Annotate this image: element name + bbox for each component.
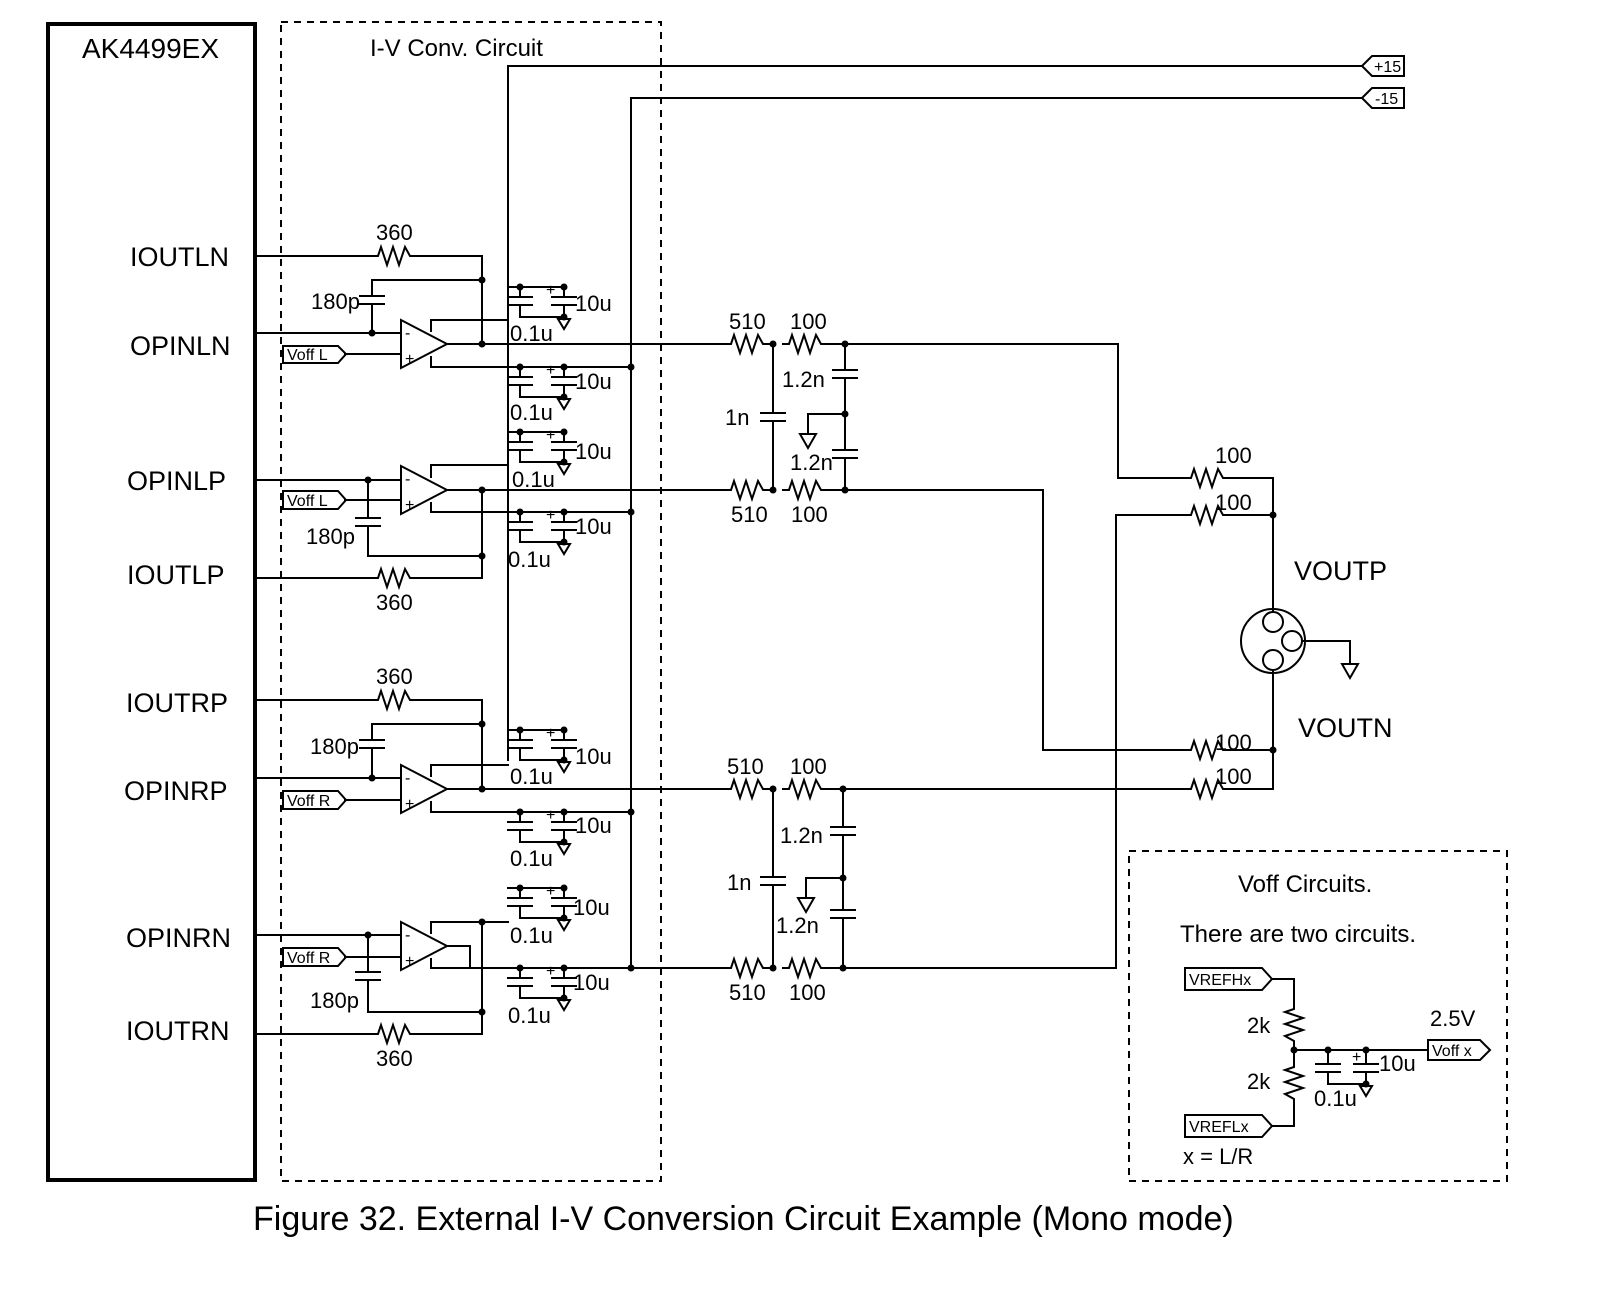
vrefh-tag: VREFHx <box>1189 972 1251 989</box>
c12n-1: 1.2n <box>782 367 825 392</box>
c10u-2: 10u <box>575 369 612 394</box>
r2k-top: 2k <box>1247 1013 1271 1038</box>
r510-2: 510 <box>731 502 768 527</box>
chip-label: AK4499EX <box>82 33 219 64</box>
filter-right: 510 100 1.2n 1n 1.2n 510 100 <box>724 754 1186 1005</box>
filter-left: 510 100 1.2n 1n 1.2n 510 100 <box>724 309 1119 527</box>
r360-ln-label: 360 <box>376 220 413 245</box>
iv-conv-box <box>280 21 662 1182</box>
r510-3: 510 <box>727 754 764 779</box>
rail-pos-label: +15 <box>1374 59 1401 76</box>
c10u-4: 10u <box>575 514 612 539</box>
pin-opinlp: OPINLP <box>127 466 226 496</box>
c01u-1: 0.1u <box>510 321 553 346</box>
c10u-8: 10u <box>573 970 610 995</box>
c01u-5: 0.1u <box>510 764 553 789</box>
voff-box-title: Voff Circuits. <box>1238 871 1372 898</box>
c12n-3: 1.2n <box>780 823 823 848</box>
pin-opinrp: OPINRP <box>124 776 228 806</box>
r100-3: 100 <box>790 754 827 779</box>
output-summing: 100 100 100 100 <box>1042 343 1277 969</box>
r510-4: 510 <box>729 980 766 1005</box>
pin-opinln: OPINLN <box>130 331 231 361</box>
c01u-7: 0.1u <box>510 923 553 948</box>
r100-4: 100 <box>789 980 826 1005</box>
r100-out-3: 100 <box>1215 730 1252 755</box>
c10u-7: 10u <box>573 895 610 920</box>
voff-l-tag-2: Voff L <box>287 493 328 510</box>
c180p-rn-label: 180p <box>310 988 359 1013</box>
c10u-1: 10u <box>575 291 612 316</box>
svg-text:+: + <box>1352 1049 1361 1066</box>
c01u-4: 0.1u <box>508 547 551 572</box>
c180p-rp-label: 180p <box>310 734 359 759</box>
xlr-connector-icon <box>1240 608 1359 679</box>
c180p-ln-label: 180p <box>311 289 360 314</box>
power-rails: +15 -15 <box>507 55 1405 969</box>
iv-title: I-V Conv. Circuit <box>370 35 543 62</box>
r510-1: 510 <box>729 309 766 334</box>
r2k-bottom: 2k <box>1247 1069 1271 1094</box>
r360-lp-label: 360 <box>376 590 413 615</box>
r100-1: 100 <box>790 309 827 334</box>
stage-lp: 360 180p <box>254 464 726 615</box>
pin-ioutrp: IOUTRP <box>126 688 228 718</box>
c10u-6: 10u <box>575 813 612 838</box>
voff-l-tag-1: Voff L <box>287 347 328 364</box>
c12n-4: 1.2n <box>776 913 819 938</box>
r100-out-1: 100 <box>1215 443 1252 468</box>
rail-neg-label: -15 <box>1375 91 1398 108</box>
voff-r-tag-2: Voff R <box>287 950 330 967</box>
c10u-voff: 10u <box>1379 1051 1416 1076</box>
pin-opinrn: OPINRN <box>126 923 231 953</box>
c1n-1: 1n <box>725 405 749 430</box>
r100-out-2: 100 <box>1215 490 1252 515</box>
v25-label: 2.5V <box>1430 1006 1476 1031</box>
voff-x-tag: Voff x <box>1432 1043 1472 1060</box>
r360-rp-label: 360 <box>376 664 413 689</box>
r100-out-4: 100 <box>1215 764 1252 789</box>
c01u-3: 0.1u <box>512 467 555 492</box>
r100-2: 100 <box>791 502 828 527</box>
c01u-8: 0.1u <box>508 1003 551 1028</box>
voff-r-tag-1: Voff R <box>287 793 330 810</box>
stage-ln: 360 180p <box>254 220 726 371</box>
c01u-6: 0.1u <box>510 846 553 871</box>
c10u-3: 10u <box>575 439 612 464</box>
pin-ioutlp: IOUTLP <box>127 560 225 590</box>
vrefl-tag: VREFLx <box>1189 1119 1249 1136</box>
c1n-2: 1n <box>727 870 751 895</box>
voff-circuit-box: Voff Circuits. There are two circuits. V… <box>1128 850 1508 1182</box>
voff-note: x = L/R <box>1183 1144 1253 1169</box>
voutn-label: VOUTN <box>1298 713 1393 743</box>
c10u-5: 10u <box>575 744 612 769</box>
pin-ioutln: IOUTLN <box>130 242 229 272</box>
stage-rp: 360 180p <box>254 664 726 816</box>
chip-box <box>46 22 257 1182</box>
pin-ioutrn: IOUTRN <box>126 1016 230 1046</box>
voff-box-subtitle: There are two circuits. <box>1180 921 1416 948</box>
r360-rn-label: 360 <box>376 1046 413 1071</box>
c01u-2: 0.1u <box>510 400 553 425</box>
stage-rn: 360 180p <box>254 918 726 1071</box>
c12n-2: 1.2n <box>790 450 833 475</box>
figure-caption: Figure 32. External I-V Conversion Circu… <box>253 1200 1234 1238</box>
c180p-lp-label: 180p <box>306 524 355 549</box>
voutp-label: VOUTP <box>1294 556 1387 586</box>
c01u-voff: 0.1u <box>1314 1086 1357 1111</box>
